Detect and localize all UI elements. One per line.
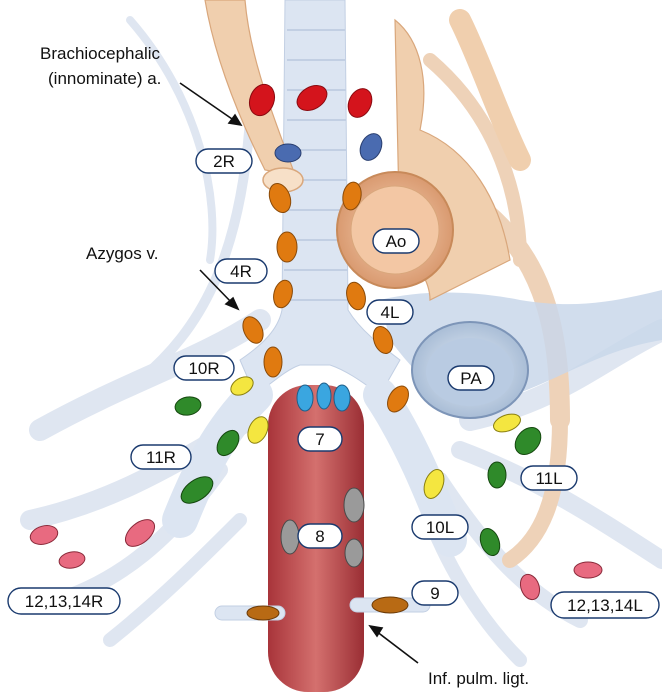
svg-text:PA: PA (460, 369, 482, 388)
node-blue (275, 144, 301, 162)
station-9: 9 (412, 581, 458, 605)
node-brown (372, 597, 408, 613)
azygos-label: Azygos v. (86, 244, 158, 263)
node-brown (247, 606, 279, 620)
svg-text:10R: 10R (188, 359, 219, 378)
node-cyan (297, 385, 313, 411)
ao-label-pill: Ao (373, 229, 419, 253)
station-2R: 2R (196, 149, 252, 173)
svg-text:11R: 11R (146, 448, 176, 467)
node-pink (574, 562, 602, 578)
station-12-13-14L: 12,13,14L (551, 592, 659, 618)
brachiocephalic-label: Brachiocephalic (40, 44, 161, 63)
station-10R: 10R (174, 356, 234, 380)
station-7: 7 (298, 427, 342, 451)
node-red (344, 85, 377, 121)
svg-text:7: 7 (315, 430, 324, 449)
node-gray (345, 539, 363, 567)
pa-label-pill: PA (448, 366, 494, 390)
node-orange (277, 232, 297, 262)
station-10L: 10L (412, 515, 468, 539)
svg-text:9: 9 (430, 584, 439, 603)
node-gray (281, 520, 299, 554)
svg-text:12,13,14L: 12,13,14L (567, 596, 643, 615)
svg-text:10L: 10L (426, 518, 454, 537)
inf-pulm-ligt-label: Inf. pulm. ligt. (428, 669, 529, 688)
innominate-label: (innominate) a. (48, 69, 161, 88)
station-4L: 4L (367, 300, 413, 324)
node-pink (58, 550, 86, 570)
station-12-13-14R: 12,13,14R (8, 588, 120, 614)
svg-text:12,13,14R: 12,13,14R (25, 592, 103, 611)
node-blue (356, 130, 386, 164)
node-orange (264, 347, 282, 377)
node-green (488, 462, 506, 488)
station-8: 8 (298, 524, 342, 548)
svg-text:4L: 4L (381, 303, 400, 322)
node-green (174, 395, 203, 417)
station-4R: 4R (215, 259, 267, 283)
node-cyan (334, 385, 350, 411)
svg-text:4R: 4R (230, 262, 252, 281)
node-cyan (317, 383, 331, 409)
svg-text:2R: 2R (213, 152, 235, 171)
node-gray (344, 488, 364, 522)
station-11R: 11R (131, 445, 191, 469)
svg-text:11L: 11L (535, 469, 562, 488)
svg-text:Ao: Ao (386, 232, 407, 251)
station-11L: 11L (521, 466, 577, 490)
svg-text:8: 8 (315, 527, 324, 546)
